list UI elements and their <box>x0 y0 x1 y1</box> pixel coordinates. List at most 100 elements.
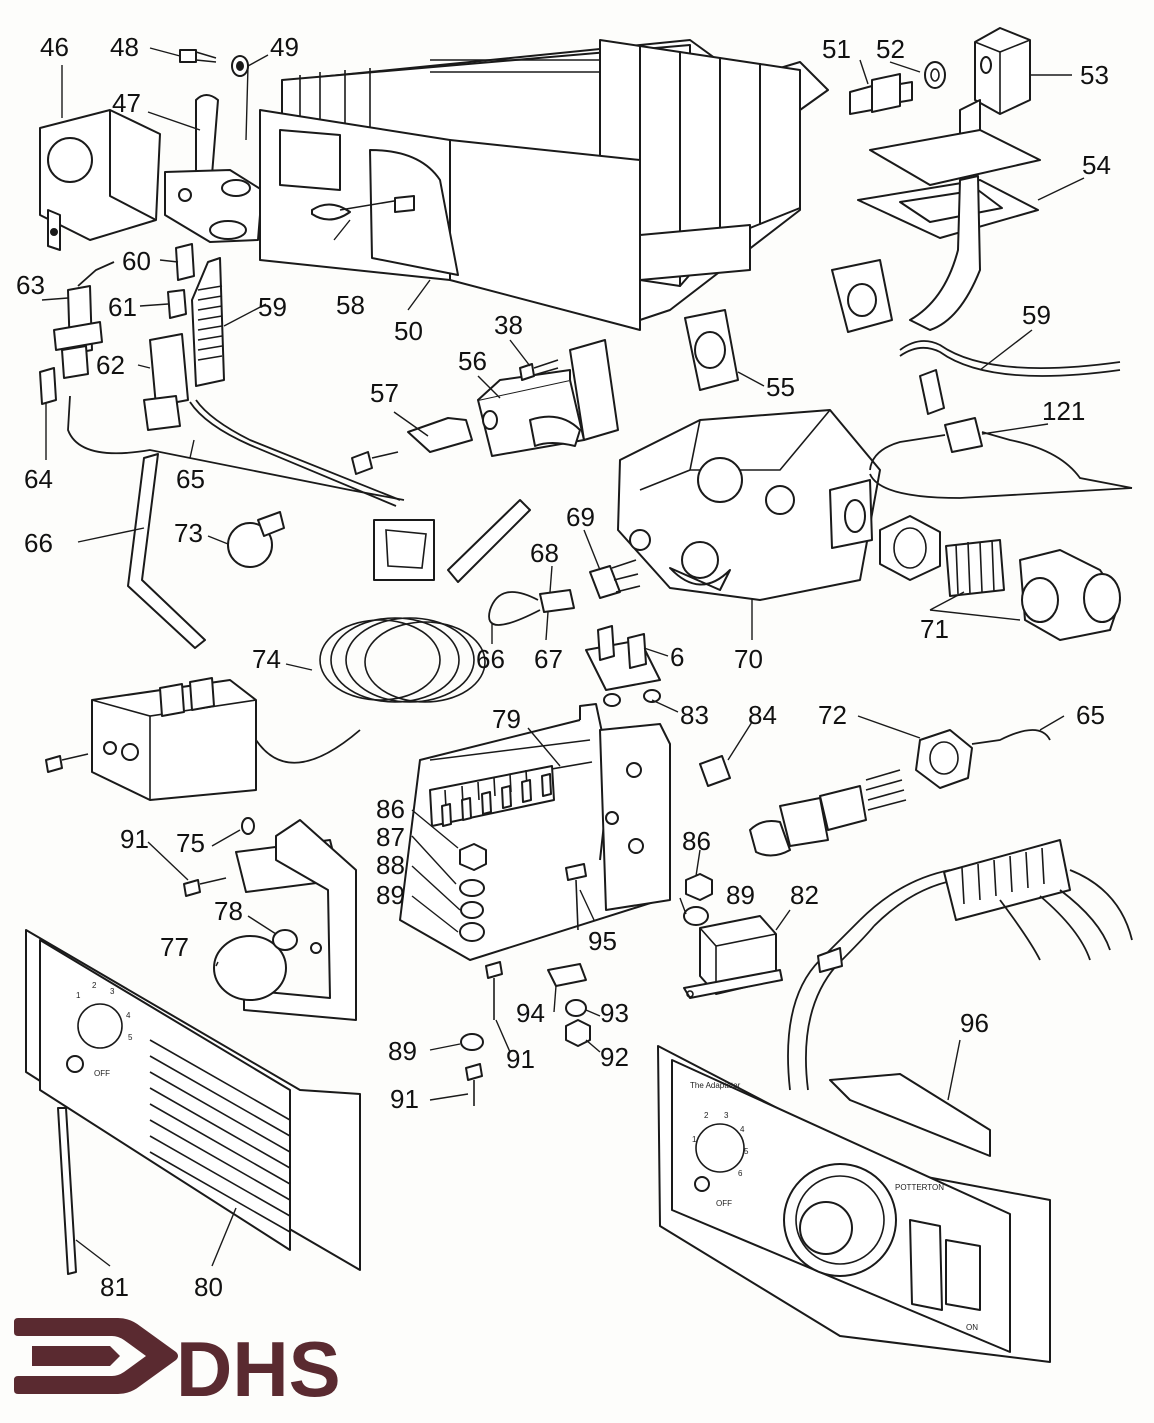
dial-left-off-label: OFF <box>94 1069 110 1078</box>
callout-88: 88 <box>376 850 405 880</box>
callout-91-lower: 91 <box>390 1084 419 1114</box>
part-96-cable-harness <box>787 839 1133 1091</box>
panel-text: The Adaptator <box>690 1081 741 1090</box>
callout-66-left: 66 <box>24 528 53 558</box>
callout-71: 71 <box>920 614 949 644</box>
part-77-78-bracket <box>183 819 357 1021</box>
callout-81: 81 <box>100 1272 129 1302</box>
part-52-olive <box>924 61 946 89</box>
callout-65-left: 65 <box>176 464 205 494</box>
dial-left-mark-3: 3 <box>110 987 115 996</box>
part-46-bracket <box>39 109 161 251</box>
callout-89-lower: 89 <box>388 1036 417 1066</box>
callout-121: 121 <box>1042 396 1085 426</box>
part-67-tube <box>488 591 541 626</box>
part-70-gas-valve <box>617 409 881 601</box>
part-58-wing-nut <box>311 195 415 221</box>
dial-right-mark-4: 4 <box>740 1125 745 1134</box>
logo-arrow-icon <box>14 1318 178 1394</box>
part-53-gas-pipe <box>959 27 1031 177</box>
callout-91-mid: 91 <box>506 1044 535 1074</box>
part-72-igniter <box>749 729 1051 857</box>
part-62-pilot-nut <box>143 333 189 431</box>
part-63-electrode <box>53 261 115 379</box>
panel-side-label: ON <box>966 1323 978 1332</box>
callout-53: 53 <box>1080 60 1109 90</box>
part-59-thermocouple <box>899 340 1121 415</box>
callout-6: 6 <box>670 642 684 672</box>
dial-right-mark-5: 5 <box>744 1147 749 1156</box>
callout-52: 52 <box>876 34 905 64</box>
callout-86-left: 86 <box>376 794 405 824</box>
callout-66-mid: 66 <box>476 644 505 674</box>
part-82-transformer <box>683 915 783 999</box>
callout-46: 46 <box>40 32 69 62</box>
callout-86-right: 86 <box>682 826 711 856</box>
callout-56: 56 <box>458 346 487 376</box>
callout-75: 75 <box>176 828 205 858</box>
part-49-washer <box>231 55 249 77</box>
panel-brand: POTTERTON <box>895 1183 944 1192</box>
callout-59-right: 59 <box>1022 300 1051 330</box>
part-57-injector <box>351 417 473 475</box>
callout-65-right: 65 <box>1076 700 1105 730</box>
part-54-gasket-plate <box>857 129 1041 331</box>
part-96-programmer: The Adaptator POTTERTON ON 1 2 3 4 5 6 O… <box>657 1045 1051 1363</box>
callout-92: 92 <box>600 1042 629 1072</box>
callout-49: 49 <box>270 32 299 62</box>
dhs-logo: DHS <box>14 1318 341 1413</box>
callout-51: 51 <box>822 34 851 64</box>
part-68-nipple <box>539 589 575 613</box>
dial-right-mark-1: 1 <box>692 1135 697 1144</box>
callout-48: 48 <box>110 32 139 62</box>
dial-right-mark-2: 2 <box>704 1111 709 1120</box>
part-75-cap <box>241 817 255 835</box>
callout-61: 61 <box>108 292 137 322</box>
part-65-leads <box>67 395 405 507</box>
callout-labels: 46 48 49 47 51 52 53 54 60 63 61 59 58 5… <box>16 32 1111 1302</box>
callout-68: 68 <box>530 538 559 568</box>
callout-38: 38 <box>494 310 523 340</box>
callout-80: 80 <box>194 1272 223 1302</box>
callout-59-upper: 59 <box>258 292 287 322</box>
part-60-nut <box>175 243 195 281</box>
part-59-pilot-tube <box>191 257 225 387</box>
part-48-screw <box>179 49 217 63</box>
dial-right-mark-6: 6 <box>738 1169 743 1178</box>
part-50-heat-exchanger <box>259 39 829 331</box>
part-51-union <box>849 73 913 115</box>
callout-60: 60 <box>122 246 151 276</box>
callout-82: 82 <box>790 880 819 910</box>
callout-93: 93 <box>600 998 629 1028</box>
callout-50: 50 <box>394 316 423 346</box>
callout-95: 95 <box>588 926 617 956</box>
callout-58: 58 <box>336 290 365 320</box>
dial-left-mark-5: 5 <box>128 1033 133 1042</box>
logo-text: DHS <box>176 1325 341 1413</box>
part-79-chassis <box>399 703 671 961</box>
part-56-burner-manifold <box>477 339 619 457</box>
callout-84: 84 <box>748 700 777 730</box>
callout-77: 77 <box>160 932 189 962</box>
part-61-olive <box>167 289 187 319</box>
part-6-83-bracket <box>585 625 661 707</box>
callout-72: 72 <box>818 700 847 730</box>
part-80-front-panel: 1 2 3 4 5 OFF <box>25 929 361 1271</box>
callout-94: 94 <box>516 998 545 1028</box>
dial-left-mark-2: 2 <box>92 981 97 990</box>
dial-left-mark-4: 4 <box>126 1011 131 1020</box>
part-64-screw <box>39 367 57 405</box>
leader-lines <box>41 47 1085 1267</box>
fasteners-stack <box>459 843 713 1106</box>
callout-96: 96 <box>960 1008 989 1038</box>
part-66-tube-left <box>127 453 206 649</box>
part-73-clip <box>227 511 285 568</box>
callout-89-right: 89 <box>726 880 755 910</box>
callout-78: 78 <box>214 896 243 926</box>
dial-right-mark-3: 3 <box>724 1111 729 1120</box>
callout-79: 79 <box>492 704 521 734</box>
callout-62: 62 <box>96 350 125 380</box>
part-38-screw <box>519 359 559 381</box>
callout-54: 54 <box>1082 150 1111 180</box>
